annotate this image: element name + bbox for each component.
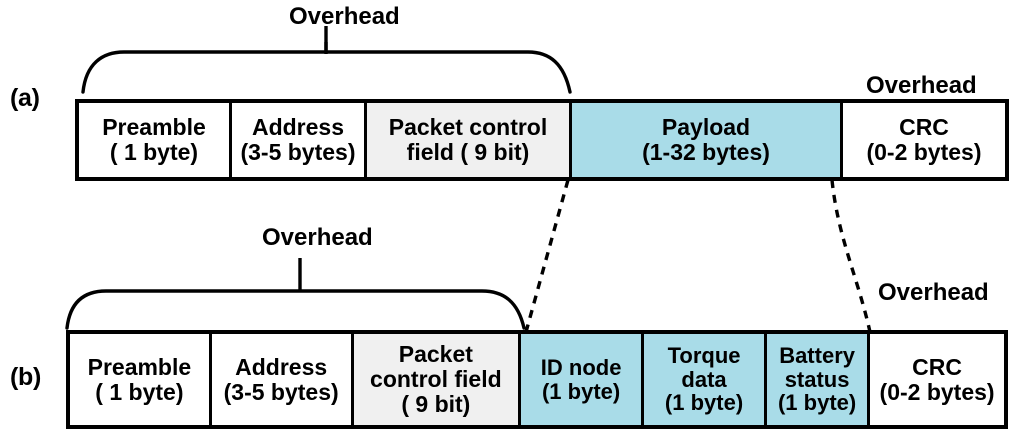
cell-title: CRC	[912, 353, 962, 380]
panel-a-overhead-right-label: Overhead	[866, 72, 977, 99]
cell-subtitle: field ( 9 bit)	[406, 139, 530, 165]
panel-b-cell-battery-status: Battery status (1 byte)	[767, 334, 871, 425]
cell-subtitle: ( 1 byte)	[95, 378, 184, 405]
cell-detail: ( 9 bit)	[401, 390, 471, 417]
cell-subtitle: control field	[370, 366, 502, 393]
panel-a-overhead-left-label: Overhead	[289, 3, 400, 30]
panel-a-overhead-brace	[81, 42, 572, 94]
cell-title: Payload	[661, 114, 751, 141]
cell-detail: (1 byte)	[664, 390, 744, 416]
cell-subtitle: (3-5 bytes)	[240, 139, 356, 165]
cell-title: Preamble	[102, 114, 206, 141]
panel-b-overhead-brace-tick	[298, 258, 302, 292]
panel-b-cell-packet-control-field: Packet control field ( 9 bit)	[353, 334, 522, 425]
cell-subtitle: (0-2 bytes)	[879, 378, 995, 405]
cell-subtitle: (1 byte)	[541, 378, 621, 404]
cell-title: Torque	[667, 342, 741, 368]
cell-title: ID node	[540, 354, 622, 380]
panel-a-label: (a)	[10, 84, 40, 112]
panel-b-overhead-left-label: Overhead	[262, 224, 373, 251]
cell-title: Preamble	[87, 353, 192, 380]
cell-title: Address	[251, 114, 345, 141]
panel-a-cell-preamble: Preamble ( 1 byte)	[79, 103, 232, 177]
cell-detail: (1 byte)	[777, 390, 857, 416]
panel-a-cell-payload: Payload (1-32 bytes)	[572, 103, 843, 177]
cell-subtitle: data	[681, 366, 727, 392]
cell-subtitle: ( 1 byte)	[109, 139, 199, 165]
cell-title: CRC	[899, 114, 949, 141]
cell-title: Battery	[779, 342, 855, 368]
panel-b-cell-preamble: Preamble ( 1 byte)	[70, 334, 212, 425]
cell-title: Packet control	[388, 114, 548, 141]
panel-a-cell-address: Address (3-5 bytes)	[232, 103, 367, 177]
panel-b-cell-crc: CRC (0-2 bytes)	[870, 334, 1004, 425]
cell-subtitle: (3-5 bytes)	[223, 378, 339, 405]
panel-a-cell-packet-control-field: Packet control field ( 9 bit)	[367, 103, 572, 177]
panel-b-overhead-brace	[65, 289, 526, 330]
cell-title: Packet	[398, 341, 473, 368]
cell-subtitle: status	[784, 366, 850, 392]
cell-subtitle: (1-32 bytes)	[642, 139, 770, 165]
connector-dashed-left	[524, 179, 570, 333]
cell-title: Address	[235, 353, 328, 380]
panel-b-overhead-right-label: Overhead	[878, 279, 989, 306]
connector-dashed-right	[830, 179, 872, 333]
panel-a-packet: Preamble ( 1 byte) Address (3-5 bytes) P…	[75, 99, 1009, 181]
panel-b-cell-address: Address (3-5 bytes)	[211, 334, 354, 425]
panel-b-cell-torque-data: Torque data (1 byte)	[644, 334, 768, 425]
panel-b-cell-id-node: ID node (1 byte)	[521, 334, 645, 425]
panel-b-packet: Preamble ( 1 byte) Address (3-5 bytes) P…	[66, 330, 1008, 429]
panel-a-cell-crc: CRC (0-2 bytes)	[843, 103, 1005, 177]
panel-b-label: (b)	[10, 363, 42, 391]
cell-subtitle: (0-2 bytes)	[866, 139, 982, 165]
